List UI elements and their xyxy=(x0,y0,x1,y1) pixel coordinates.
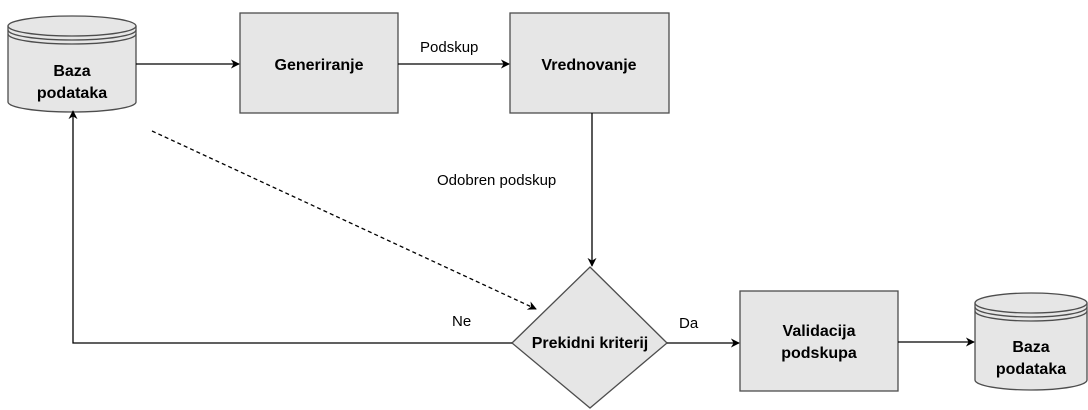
evaluation-label: Vrednovanje xyxy=(541,57,636,74)
edge-label-ne: Ne xyxy=(452,313,471,330)
edge-dashed-db-to-criterion xyxy=(151,130,537,310)
edge-label-da: Da xyxy=(679,315,699,332)
validation-label-line1: Validacija xyxy=(783,323,856,340)
database-target-node: Baza podataka xyxy=(974,292,1088,391)
generation-label: Generiranje xyxy=(275,57,364,74)
database-source-node: Baza podataka xyxy=(7,15,137,113)
database-target-label-line1: Baza xyxy=(1012,339,1049,356)
stop-criterion-label: Prekidni kriterij xyxy=(532,335,649,352)
evaluation-node: Vrednovanje xyxy=(509,12,670,114)
database-source-label-line1: Baza xyxy=(53,63,90,80)
stop-criterion-node: Prekidni kriterij xyxy=(511,266,668,409)
generation-node: Generiranje xyxy=(239,12,399,114)
validation-node: Validacija podskupa xyxy=(739,290,899,392)
database-source-top xyxy=(7,15,137,37)
database-source-label-line2: podataka xyxy=(37,85,107,102)
validation-label-line2: podskupa xyxy=(781,345,857,362)
edge-label-odobren-podskup: Odobren podskup xyxy=(437,172,556,189)
database-target-body xyxy=(974,303,1088,391)
edge-label-podskup: Podskup xyxy=(420,39,478,56)
database-target-top xyxy=(974,292,1088,314)
edge-criterion-no-to-db xyxy=(68,110,512,344)
database-target-label-line2: podataka xyxy=(996,361,1066,378)
